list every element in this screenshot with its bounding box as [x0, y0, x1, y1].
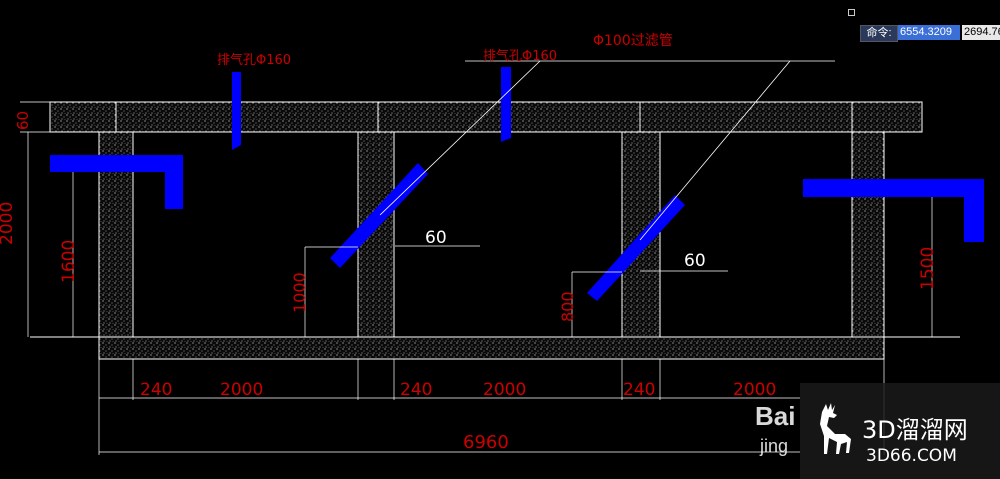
watermark-panel	[800, 383, 1000, 479]
dim-outlet-height: 1500	[918, 247, 938, 290]
dim-pipe1-height: 1000	[290, 272, 309, 313]
wall-4	[851, 131, 885, 338]
dim-w2: 2000	[220, 380, 263, 400]
command-label: 命令:	[860, 25, 898, 42]
dim-w3: 240	[400, 380, 432, 400]
vent-label-mid: 排气孔Φ160	[483, 48, 557, 64]
bottom-slab	[98, 336, 885, 360]
cursor-pickbox	[848, 9, 855, 16]
angle-label-2: 60	[684, 251, 706, 271]
filter-pipe-label: Φ100过滤管	[593, 33, 673, 49]
vent-pipe-mid	[501, 67, 511, 142]
watermark-site: 3D66.COM	[866, 446, 957, 466]
watermark-left-text: Bai	[755, 401, 795, 431]
watermark-brand: 3D溜溜网	[862, 416, 968, 444]
dim-total-width: 6960	[463, 432, 509, 453]
deer-logo-icon	[820, 403, 851, 454]
top-slab	[49, 101, 923, 133]
vent-pipe-left	[232, 72, 241, 150]
dim-w1: 240	[140, 380, 172, 400]
dim-w5: 240	[623, 380, 655, 400]
dim-pipe2-height: 800	[558, 291, 577, 322]
dim-w6: 2000	[733, 380, 776, 400]
diagonal-pipe-2	[587, 195, 685, 301]
dim-total-height: 2000	[0, 202, 17, 245]
coordinate-y-input[interactable]: 2694.76	[962, 25, 1000, 40]
dim-w4: 2000	[483, 380, 526, 400]
dim-top-slab: 60	[14, 111, 32, 130]
outlet-pipe	[803, 179, 984, 242]
coordinate-x-input[interactable]: 6554.3209	[898, 25, 960, 40]
inlet-pipe	[50, 155, 183, 209]
watermark-left-sub: jing	[759, 436, 788, 456]
angle-label-1: 60	[425, 228, 447, 248]
vent-label-left: 排气孔Φ160	[217, 52, 291, 68]
diagonal-pipe-1	[330, 163, 428, 268]
dim-inlet-height: 1600	[59, 240, 79, 283]
